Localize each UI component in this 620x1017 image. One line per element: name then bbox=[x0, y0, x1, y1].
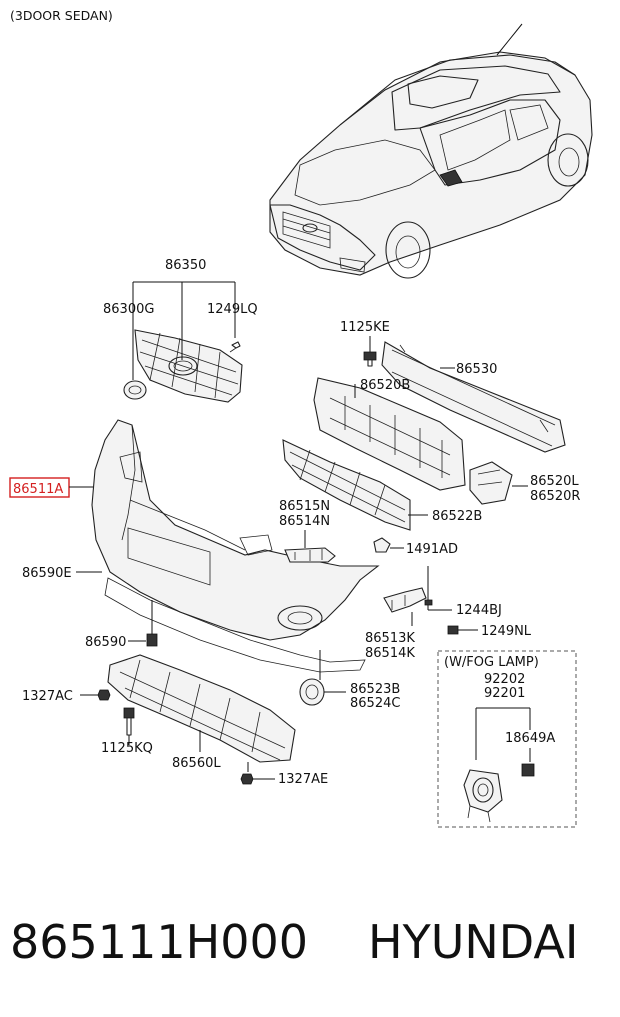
screw-1244BJ bbox=[424, 599, 433, 606]
label-86350: 86350 bbox=[165, 258, 206, 273]
label-86514N: 86514N bbox=[279, 514, 330, 529]
screw-1125KQ bbox=[123, 707, 135, 736]
label-86511A: 86511A bbox=[13, 482, 63, 497]
label-86524C: 86524C bbox=[350, 696, 400, 711]
radiator-grille-86350 bbox=[123, 329, 243, 403]
label-86513K: 86513K bbox=[365, 631, 415, 646]
label-86514K: 86514K bbox=[365, 646, 415, 661]
label-86520L: 86520L bbox=[530, 474, 579, 489]
clip-1491AD bbox=[373, 537, 391, 553]
lower-grille-86522B bbox=[282, 439, 411, 531]
fog-lamp-cover-86523B bbox=[299, 678, 325, 706]
label-86520R: 86520R bbox=[530, 489, 580, 504]
front-bumper-cover-86511A bbox=[91, 419, 380, 673]
screw-86590 bbox=[146, 600, 158, 647]
label-fog-lamp: (W/FOG LAMP) bbox=[444, 655, 539, 670]
label-92202: 92202 bbox=[484, 672, 525, 687]
part-label-86511A-highlighted: 86511A bbox=[9, 477, 70, 498]
label-86515N: 86515N bbox=[279, 499, 330, 514]
label-1249NL: 1249NL bbox=[481, 624, 532, 639]
label-1491AD: 1491AD bbox=[406, 542, 458, 557]
car-illustration bbox=[269, 23, 593, 279]
fog-lamp-option-box bbox=[437, 650, 577, 828]
bumper-beam-86530 bbox=[381, 341, 566, 453]
label-86590E: 86590E bbox=[22, 566, 72, 581]
label-1125KE: 1125KE bbox=[340, 320, 390, 335]
label-86560L: 86560L bbox=[172, 756, 221, 771]
label-86520B: 86520B bbox=[360, 378, 410, 393]
label-92201: 92201 bbox=[484, 686, 525, 701]
label-86300G: 86300G bbox=[103, 302, 154, 317]
bolt-1125KE bbox=[363, 351, 377, 367]
footer-brand: HYUNDAI bbox=[368, 915, 578, 969]
label-86590: 86590 bbox=[85, 635, 126, 650]
label-1327AC: 1327AC bbox=[22, 689, 73, 704]
fog-lamp-assembly bbox=[463, 763, 535, 823]
footer-part-number: 865111H000 bbox=[10, 915, 308, 969]
label-1249LQ: 1249LQ bbox=[207, 302, 258, 317]
energy-absorber-86520B bbox=[313, 377, 466, 491]
absorber-side-86520LR bbox=[469, 461, 513, 505]
diagram-header: (3DOOR SEDAN) bbox=[10, 8, 113, 23]
screw-1249NL bbox=[447, 625, 459, 635]
label-1125KQ: 1125KQ bbox=[101, 741, 153, 756]
label-86530: 86530 bbox=[456, 362, 497, 377]
nut-1327AC bbox=[97, 689, 111, 701]
label-86523B: 86523B bbox=[350, 682, 400, 697]
under-cover-86560L bbox=[107, 654, 296, 763]
bracket-86513K bbox=[383, 587, 427, 613]
label-1327AE: 1327AE bbox=[278, 772, 328, 787]
label-1244BJ: 1244BJ bbox=[456, 603, 502, 618]
label-86522B: 86522B bbox=[432, 509, 482, 524]
bracket-86515N bbox=[284, 547, 336, 563]
nut-1327AE bbox=[240, 773, 254, 785]
label-18649A: 18649A bbox=[505, 731, 555, 746]
